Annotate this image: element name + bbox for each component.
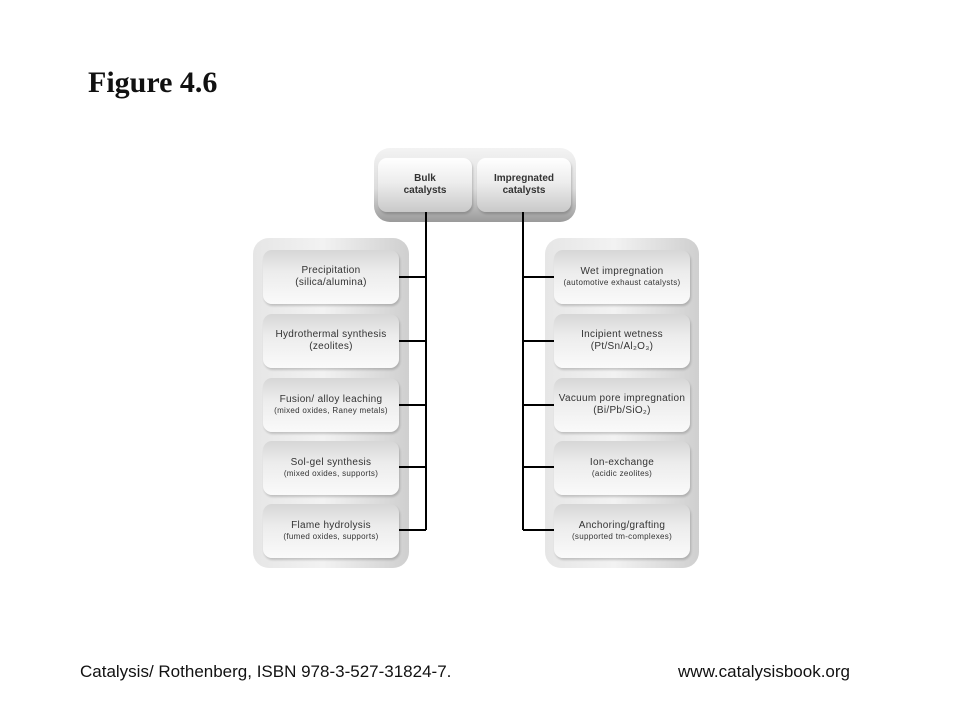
bulk-catalysts-line1: Bulk [414, 172, 436, 184]
method-label: Ion-exchange [589, 456, 655, 468]
method-example: (mixed oxides, supports) [283, 469, 379, 479]
method-box-incipient-wetness: Incipient wetness (Pt/Sn/Al₂O₃) [554, 314, 690, 368]
method-label: Fusion/ alloy leaching [279, 393, 383, 405]
method-label: Vacuum pore impregnation [558, 392, 686, 404]
impregnated-catalysts-line2: catalysts [502, 185, 546, 196]
figure-title: Figure 4.6 [88, 66, 218, 99]
method-example: (supported tm-complexes) [571, 532, 673, 542]
method-example: (zeolites) [309, 341, 353, 352]
method-box-vacuum-pore: Vacuum pore impregnation (Bi/Pb/SiO₂) [554, 378, 690, 432]
method-label: Flame hydrolysis [291, 519, 371, 531]
method-box-sol-gel: Sol-gel synthesis (mixed oxides, support… [263, 441, 399, 495]
method-example: (silica/alumina) [295, 277, 367, 288]
impregnated-catalysts-box: Impregnated catalysts [477, 158, 571, 212]
method-box-ion-exchange: Ion-exchange (acidic zeolites) [554, 441, 690, 495]
method-label: Hydrothermal synthesis [275, 328, 387, 340]
method-label: Sol-gel synthesis [290, 456, 372, 468]
method-label: Incipient wetness [581, 328, 663, 340]
method-label: Anchoring/grafting [578, 519, 666, 531]
method-box-wet-impregnation: Wet impregnation (automotive exhaust cat… [554, 250, 690, 304]
method-box-hydrothermal: Hydrothermal synthesis (zeolites) [263, 314, 399, 368]
method-label: Precipitation [301, 264, 361, 276]
bulk-catalysts-line2: catalysts [403, 185, 447, 196]
method-example: (acidic zeolites) [591, 469, 653, 479]
bulk-catalysts-box: Bulk catalysts [378, 158, 472, 212]
method-example: (Pt/Sn/Al₂O₃) [590, 341, 654, 352]
method-box-flame: Flame hydrolysis (fumed oxides, supports… [263, 504, 399, 558]
method-box-precipitation: Precipitation (silica/alumina) [263, 250, 399, 304]
impregnated-catalysts-line1: Impregnated [493, 172, 554, 184]
method-label: Wet impregnation [580, 265, 664, 277]
method-box-fusion: Fusion/ alloy leaching (mixed oxides, Ra… [263, 378, 399, 432]
website-text: www.catalysisbook.org [678, 662, 850, 681]
method-example: (automotive exhaust catalysts) [563, 278, 681, 288]
method-example: (mixed oxides, Raney metals) [274, 406, 388, 416]
citation-text: Catalysis/ Rothenberg, ISBN 978-3-527-31… [80, 662, 452, 681]
method-box-anchoring: Anchoring/grafting (supported tm-complex… [554, 504, 690, 558]
method-example: (fumed oxides, supports) [283, 532, 379, 542]
method-example: (Bi/Pb/SiO₂) [593, 405, 651, 416]
